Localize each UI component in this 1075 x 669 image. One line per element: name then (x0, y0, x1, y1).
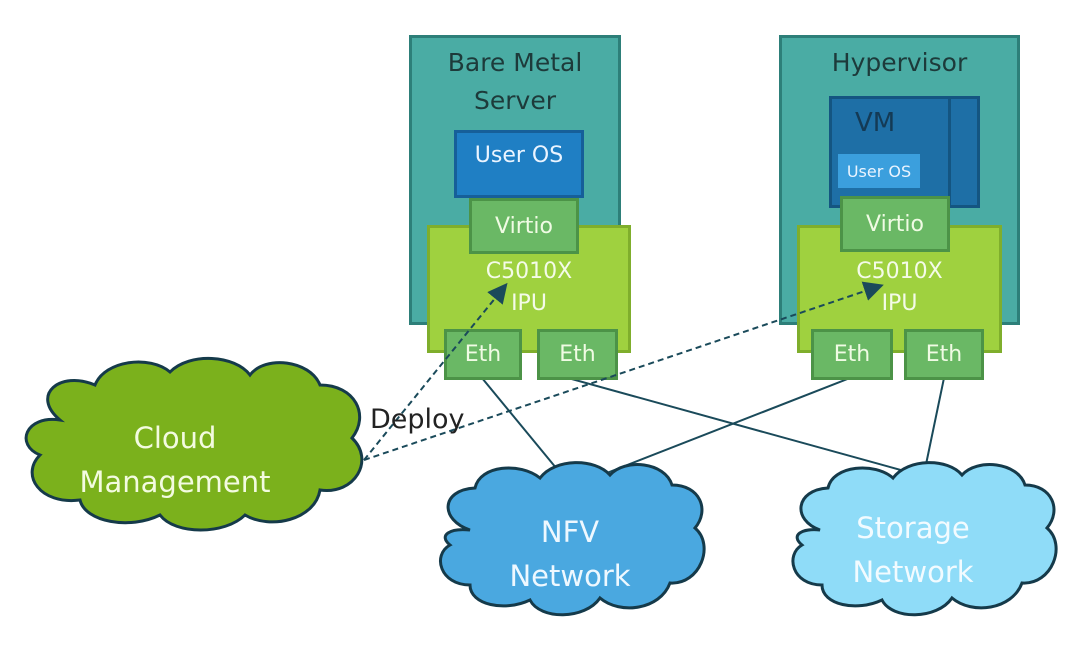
eth-port: Eth (537, 329, 618, 380)
cloud-management-label: Cloud Management (60, 416, 290, 504)
eth-label: Eth (559, 342, 596, 367)
ipu-model: C5010X (485, 259, 573, 284)
link-hv-eth1-nfv (593, 377, 851, 479)
eth-label: Eth (925, 342, 963, 367)
cloud-line2: Network (852, 555, 974, 589)
virtio-box: Virtio (840, 196, 950, 252)
ipu-label: C5010X IPU (797, 256, 1002, 320)
vm-label: VM (855, 108, 896, 138)
title-line1: Bare Metal (447, 48, 583, 77)
cloud-nfv (439, 461, 706, 617)
vm-user-os-box: User OS (838, 154, 920, 188)
cloud-line1: Cloud (133, 421, 217, 455)
ipu-type: IPU (881, 291, 918, 316)
title-line1: Hypervisor (831, 48, 968, 77)
cloud-line1: NFV (540, 515, 600, 549)
bare-metal-server-title: Bare Metal Server (409, 44, 621, 120)
cloud-nfv-label: NFV Network (480, 510, 660, 598)
hypervisor-title: Hypervisor (779, 44, 1020, 82)
virtio-label: Virtio (495, 213, 553, 239)
user-os-box: User OS (454, 130, 584, 198)
virtio-label: Virtio (866, 211, 924, 237)
cloud-storage-label: Storage Network (823, 506, 1003, 594)
eth-port: Eth (811, 329, 893, 380)
cloud-line1: Storage (856, 511, 970, 545)
user-os-label: User OS (474, 143, 564, 168)
cloud-line2: Management (79, 465, 271, 499)
virtio-box: Virtio (469, 198, 579, 254)
cloud-line2: Network (509, 559, 631, 593)
link-bm-eth1-nfv (481, 377, 567, 481)
deploy-label: Deploy (370, 404, 465, 435)
link-hv-eth2-storage (923, 377, 945, 475)
ipu-label: C5010X IPU (427, 256, 631, 320)
ipu-model: C5010X (856, 259, 943, 284)
user-os-label: User OS (846, 161, 912, 181)
eth-label: Eth (833, 342, 871, 367)
title-line2: Server (474, 86, 556, 115)
cloud-storage (791, 461, 1058, 617)
vm-box (829, 96, 951, 208)
eth-port: Eth (904, 329, 984, 380)
eth-port: Eth (444, 329, 522, 380)
ipu-type: IPU (511, 291, 547, 316)
eth-label: Eth (464, 342, 502, 367)
cloud-management (24, 357, 364, 532)
link-bm-eth2-storage (567, 377, 909, 473)
